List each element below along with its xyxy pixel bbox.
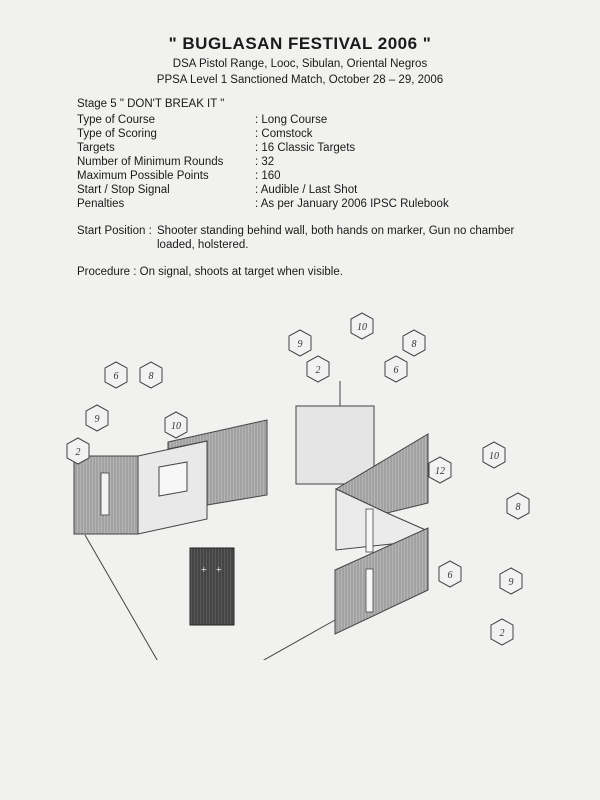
target: 8 <box>402 329 426 357</box>
spec-label: Targets <box>77 142 115 154</box>
svg-text:10: 10 <box>489 451 499 462</box>
start-position-text: Shooter standing behind wall, both hands… <box>157 225 515 251</box>
spec-row: Penalties : As per January 2006 IPSC Rule… <box>77 197 449 211</box>
wall-port <box>100 472 110 516</box>
target: 10 <box>482 441 506 469</box>
spec-value: : Audible / Last Shot <box>255 184 358 196</box>
svg-text:9: 9 <box>95 414 100 425</box>
start-position: Start Position : Shooter standing behind… <box>77 224 537 252</box>
svg-text:6: 6 <box>394 365 399 376</box>
target: 8 <box>506 492 530 520</box>
spec-label: Number of Minimum Rounds <box>77 156 224 168</box>
zigzag-lower <box>334 527 429 635</box>
spec-label: Maximum Possible Points <box>77 170 209 182</box>
spec-value: : Long Course <box>255 114 328 126</box>
stage-spec-table: Type of Course : Long Course Type of Scor… <box>77 113 449 211</box>
page-title: " BUGLASAN FESTIVAL 2006 " <box>168 34 432 53</box>
svg-text:8: 8 <box>149 371 154 382</box>
target: 2 <box>306 355 330 383</box>
svg-text:2: 2 <box>76 447 81 458</box>
spec-row: Type of Course : Long Course <box>77 113 449 127</box>
target: 12 <box>428 456 452 484</box>
svg-text:10: 10 <box>171 421 181 432</box>
svg-text:6: 6 <box>448 570 453 581</box>
spec-label: Start / Stop Signal <box>77 184 170 196</box>
spec-row: Start / Stop Signal : Audible / Last Shot <box>77 183 449 197</box>
spec-row: Targets : 16 Classic Targets <box>77 141 449 155</box>
target: 8 <box>139 361 163 389</box>
target: 10 <box>350 312 374 340</box>
target: 10 <box>164 411 188 439</box>
svg-text:6: 6 <box>114 371 119 382</box>
fault-line <box>84 534 336 660</box>
venue-line: DSA Pistol Range, Looc, Sibulan, Orienta… <box>172 58 428 70</box>
target: 2 <box>490 618 514 646</box>
target: 2 <box>66 437 90 465</box>
target: 6 <box>104 361 128 389</box>
spec-label: Penalties <box>77 198 125 210</box>
spec-label: Type of Scoring <box>77 128 157 140</box>
svg-text:9: 9 <box>298 339 303 350</box>
target: 9 <box>499 567 523 595</box>
zigzag-port-lower <box>365 568 374 613</box>
spec-value: : As per January 2006 IPSC Rulebook <box>255 198 449 210</box>
svg-text:12: 12 <box>435 466 445 477</box>
stage-title: Stage 5 " DON'T BREAK IT " <box>77 98 225 110</box>
start-marker <box>189 547 235 626</box>
spec-row: Number of Minimum Rounds : 32 <box>77 155 449 169</box>
target: 9 <box>85 404 109 432</box>
target: 6 <box>384 355 408 383</box>
target: 9 <box>288 329 312 357</box>
zigzag-port-upper <box>365 508 374 553</box>
wall-center <box>295 405 375 485</box>
svg-text:8: 8 <box>412 339 417 350</box>
spec-value: : 32 <box>255 156 275 168</box>
svg-text:10: 10 <box>357 322 367 333</box>
spec-label: Type of Course <box>77 114 155 126</box>
window-opening <box>158 461 188 497</box>
start-marker-cross: + <box>216 565 222 576</box>
svg-text:2: 2 <box>316 365 321 376</box>
start-marker-cross: + <box>201 565 207 576</box>
svg-text:8: 8 <box>516 502 521 513</box>
match-line: PPSA Level 1 Sanctioned Match, October 2… <box>156 74 444 86</box>
stage-diagram: + + 6 8 9 2 10 9 2 10 8 6 12 10 8 6 9 2 <box>66 312 530 660</box>
spec-value: : 160 <box>255 170 281 182</box>
spec-row: Maximum Possible Points : 160 <box>77 169 449 183</box>
target: 6 <box>438 560 462 588</box>
spec-value: : 16 Classic Targets <box>255 142 356 154</box>
start-position-label: Start Position : <box>77 225 152 237</box>
svg-text:9: 9 <box>509 577 514 588</box>
spec-row: Type of Scoring : Comstock <box>77 127 449 141</box>
procedure-text: Procedure : On signal, shoots at target … <box>77 266 343 278</box>
spec-value: : Comstock <box>255 128 313 140</box>
svg-text:2: 2 <box>500 628 505 639</box>
wall-angled <box>167 419 268 506</box>
